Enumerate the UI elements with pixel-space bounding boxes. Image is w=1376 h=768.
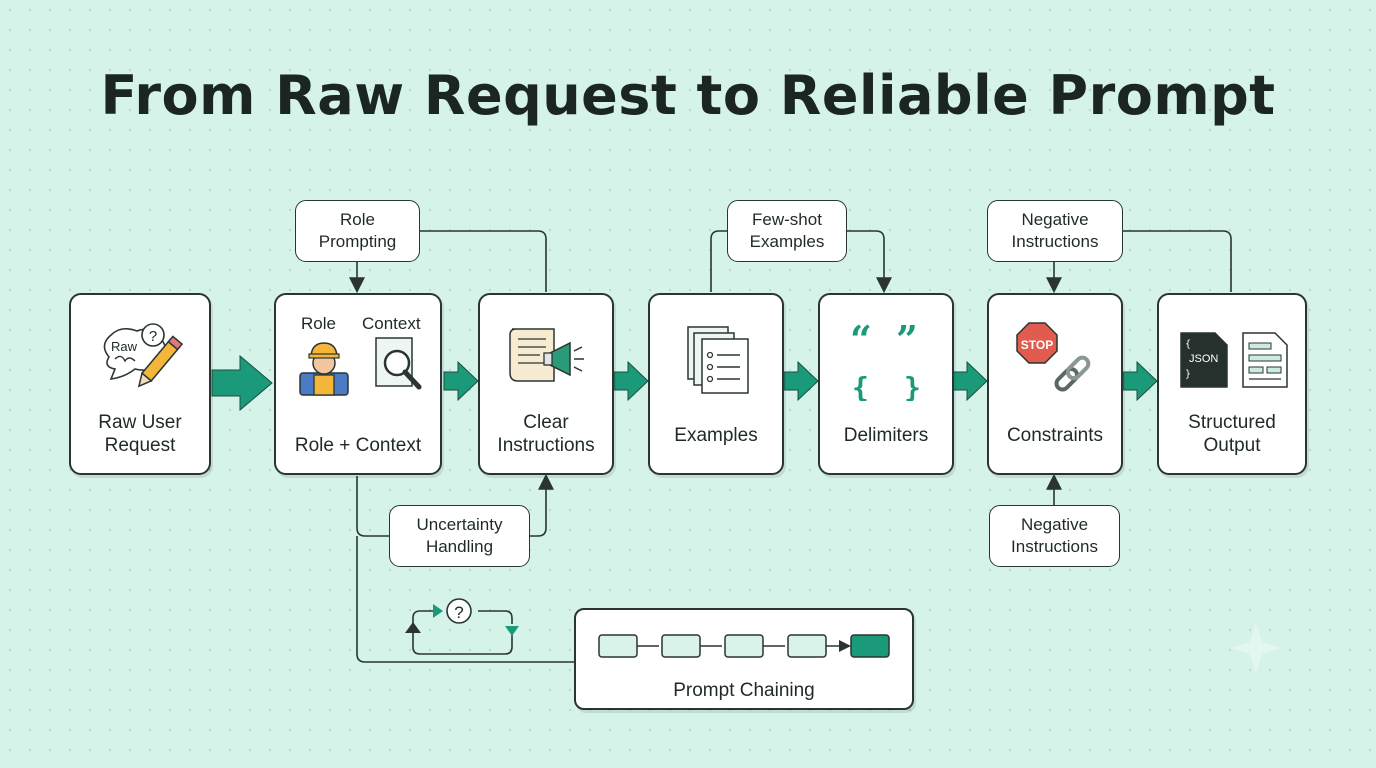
context-caption: Context <box>362 314 421 333</box>
uncertainty-line1: Uncertainty <box>416 515 503 534</box>
step-prompt-chaining: Prompt Chaining <box>574 608 914 710</box>
output-label-line1: Structured <box>1188 412 1276 433</box>
stop-sign-chain-icon: STOP <box>1016 322 1091 392</box>
diagram-title: From Raw Request to Reliable Prompt <box>100 64 1276 127</box>
flow-arrow-1 <box>211 354 273 412</box>
loop-icon-top-right <box>478 610 513 624</box>
clear-label-line1: Clear <box>523 412 569 433</box>
negative-top-line1: Negative <box>1021 210 1089 229</box>
connector-negative-top-right <box>1123 230 1232 292</box>
negative-bottom-line1: Negative <box>1020 515 1089 534</box>
raw-icon-text: Raw <box>111 339 138 354</box>
connector-few-shot-left <box>710 230 727 292</box>
raw-label-line1: Raw User <box>98 412 182 433</box>
step-clear-instructions: Clear Instructions <box>478 293 614 475</box>
few-shot-line1: Few-shot <box>752 210 822 229</box>
flow-arrow-5 <box>952 360 988 402</box>
step-delimiters: “ ” { } Delimiters <box>818 293 954 475</box>
connector-chaining <box>356 536 574 663</box>
connector-uncertainty-out <box>530 473 554 537</box>
flow-arrow-4 <box>783 360 819 402</box>
chain-blocks-icon <box>598 634 890 658</box>
connector-uncertainty-in <box>356 476 389 537</box>
step-raw-user-request: Raw ? Raw User Request <box>69 293 211 475</box>
examples-label: Examples <box>674 425 758 446</box>
step-constraints: STOP Constraints <box>987 293 1123 475</box>
output-label-line2: Output <box>1203 435 1261 456</box>
json-icon-text: JSON <box>1189 353 1218 365</box>
scroll-megaphone-icon <box>509 328 584 382</box>
flow-arrow-3 <box>613 360 649 402</box>
connector-role-prompting-right <box>420 230 547 292</box>
svg-text:{: { <box>852 371 869 401</box>
few-shot-line2: Examples <box>749 232 825 251</box>
prompt-chaining-label: Prompt Chaining <box>673 680 815 701</box>
quotes-braces-icon: “ ” { } <box>850 321 921 401</box>
form-document-icon <box>1242 332 1288 388</box>
role-prompting-line2: Prompting <box>318 232 397 251</box>
uncertainty-line2: Handling <box>425 537 494 556</box>
json-file-icon: { JSON } <box>1180 332 1228 388</box>
role-caption: Role <box>301 314 336 333</box>
document-magnifier-icon <box>375 337 422 390</box>
flow-arrow-2 <box>443 360 479 402</box>
raw-label-line2: Request <box>104 435 176 456</box>
negative-bottom-line2: Instructions <box>1011 537 1098 556</box>
svg-text:“: “ <box>850 321 872 362</box>
constraints-label: Constraints <box>1006 425 1104 446</box>
clear-label-line2: Instructions <box>497 435 595 456</box>
negative-top-line2: Instructions <box>1011 232 1099 251</box>
stop-sign-text: STOP <box>1021 338 1053 352</box>
svg-text:?: ? <box>149 328 157 345</box>
delimiters-label: Delimiters <box>843 425 929 446</box>
svg-text:”: ” <box>896 321 918 362</box>
role-prompting-line1: Role <box>340 210 375 229</box>
connector-few-shot-right <box>847 230 892 294</box>
role-context-label: Role + Context <box>294 435 422 456</box>
stacked-documents-icon <box>687 326 749 394</box>
worker-icon <box>299 342 349 396</box>
loop-icon-path <box>412 633 513 655</box>
loop-icon-top <box>412 610 441 633</box>
flow-arrow-6 <box>1122 360 1158 402</box>
sparkle-icon <box>1230 622 1282 674</box>
speech-bubble-pencil-icon: Raw ? <box>103 323 184 388</box>
step-role-context: Role Context Role + Context <box>274 293 442 475</box>
step-structured-output: { JSON } Structured Output <box>1157 293 1307 475</box>
svg-text:}: } <box>1185 369 1191 380</box>
svg-text:}: } <box>904 371 921 401</box>
step-examples: Examples <box>648 293 784 475</box>
svg-text:{: { <box>1185 339 1191 350</box>
svg-text:?: ? <box>454 603 463 622</box>
